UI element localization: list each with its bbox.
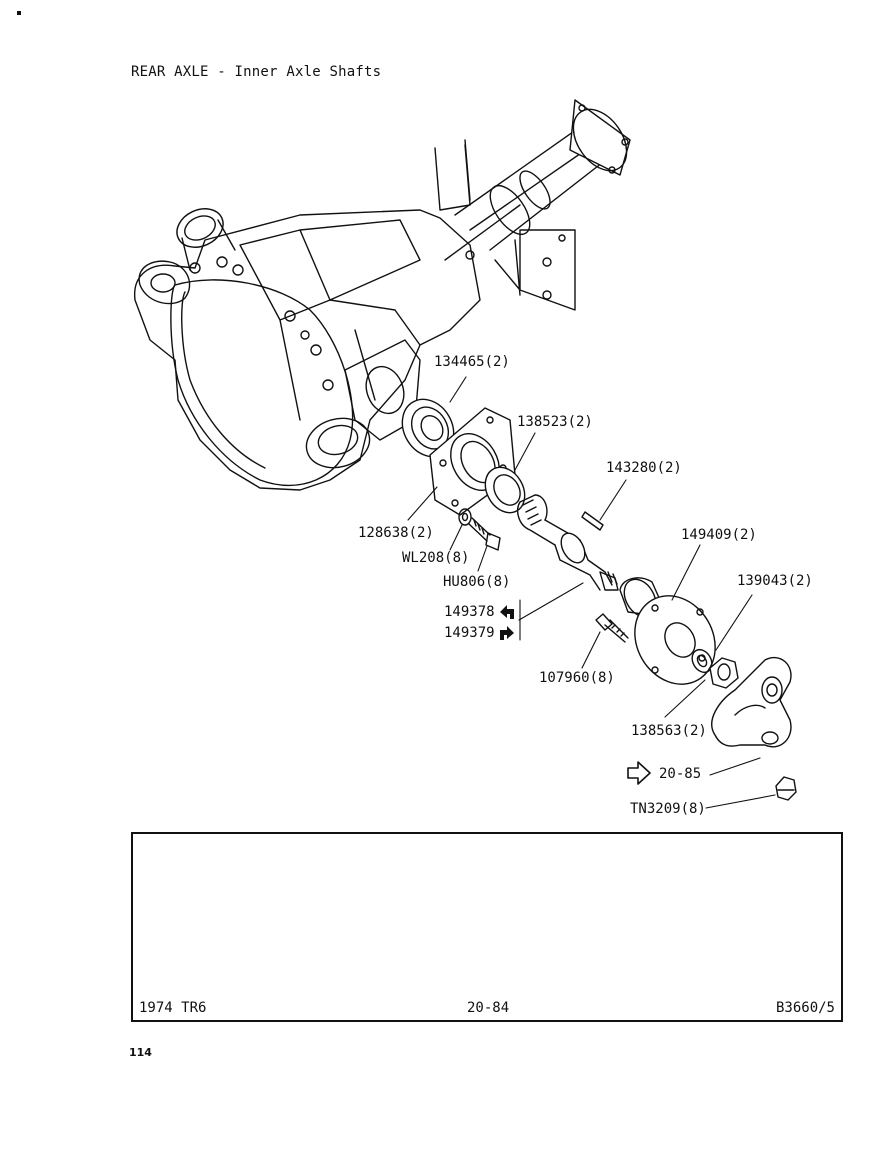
- flange-hub-149409: [619, 577, 716, 685]
- label-138563: 138563(2): [631, 723, 707, 739]
- drive-flange-20-85: [711, 656, 792, 748]
- page-title: REAR AXLE - Inner Axle Shafts: [131, 64, 382, 80]
- bearing-134465: [401, 398, 455, 458]
- label-107960: 107960(8): [539, 670, 615, 686]
- axle-tube: [434, 99, 631, 311]
- label-tn3209: TN3209(8): [630, 801, 706, 817]
- label-143280: 143280(2): [606, 460, 682, 476]
- label-hu806: HU806(8): [443, 574, 511, 590]
- arrow-left-icon: [500, 605, 514, 619]
- label-149379: 149379: [444, 625, 495, 641]
- label-128638: 128638(2): [358, 525, 434, 541]
- footer-page-ref: 20-84: [467, 1000, 510, 1016]
- bolt-hu806: [468, 517, 501, 551]
- page-number: 114: [129, 1046, 152, 1059]
- bolt-107960: [595, 613, 629, 643]
- inner-axle-shaft: [517, 494, 619, 591]
- arrow-right-icon: [500, 626, 514, 640]
- reference-box: 1974 TR6 20-84 B3660/5: [131, 832, 843, 1022]
- differential-housing: [134, 208, 481, 491]
- label-149378: 149378: [444, 604, 495, 620]
- nut-tn3209: [775, 776, 797, 801]
- nut-139043: [709, 657, 739, 689]
- key-143280: [581, 511, 604, 531]
- label-139043: 139043(2): [737, 573, 813, 589]
- washer-wl208: [458, 508, 472, 526]
- page-mark: [17, 11, 21, 15]
- outline-arrow-icon: [627, 761, 651, 785]
- label-134465: 134465(2): [434, 354, 510, 370]
- label-20-85: 20-85: [659, 766, 702, 782]
- label-wl208: WL208(8): [402, 550, 470, 566]
- washer-138563: [691, 648, 713, 674]
- footer-model: 1974 TR6: [139, 1000, 207, 1016]
- leader-lines: [407, 376, 776, 809]
- label-149409: 149409(2): [681, 527, 757, 543]
- footer-code: B3660/5: [775, 1000, 835, 1016]
- label-138523: 138523(2): [517, 414, 593, 430]
